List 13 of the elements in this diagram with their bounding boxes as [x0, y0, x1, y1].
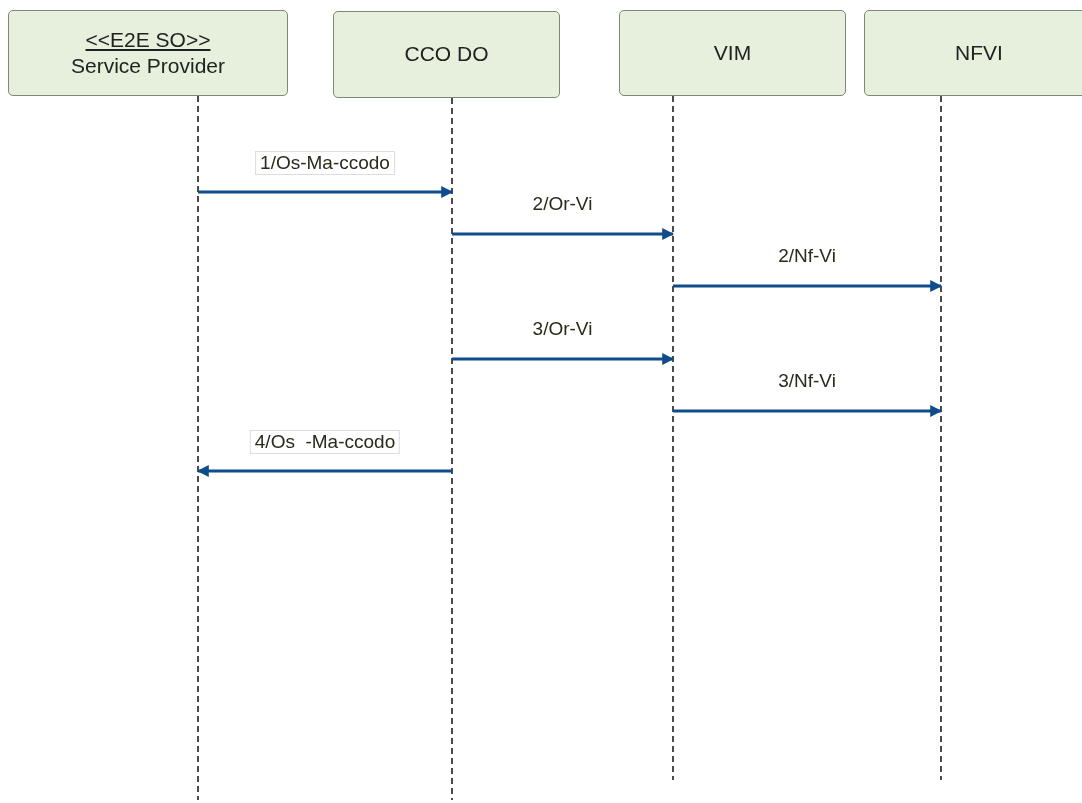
message-arrow — [196, 465, 452, 477]
participant-name: VIM — [713, 39, 752, 66]
message-arrow — [452, 228, 675, 240]
message-arrow — [673, 280, 943, 292]
message-arrow — [452, 353, 675, 365]
participant-name: CCO DO — [404, 41, 489, 68]
message-arrow — [198, 186, 454, 198]
stereotype-label: <<E2E SO>> — [85, 26, 211, 53]
message-arrow — [673, 405, 943, 417]
participant-name: NFVI — [955, 39, 1003, 66]
edge-label: 1/Os-Ma-ccodo — [255, 151, 395, 175]
participant-name: Service Provider — [70, 53, 226, 79]
edge-label: 4/Os -Ma-ccodo — [249, 430, 401, 454]
